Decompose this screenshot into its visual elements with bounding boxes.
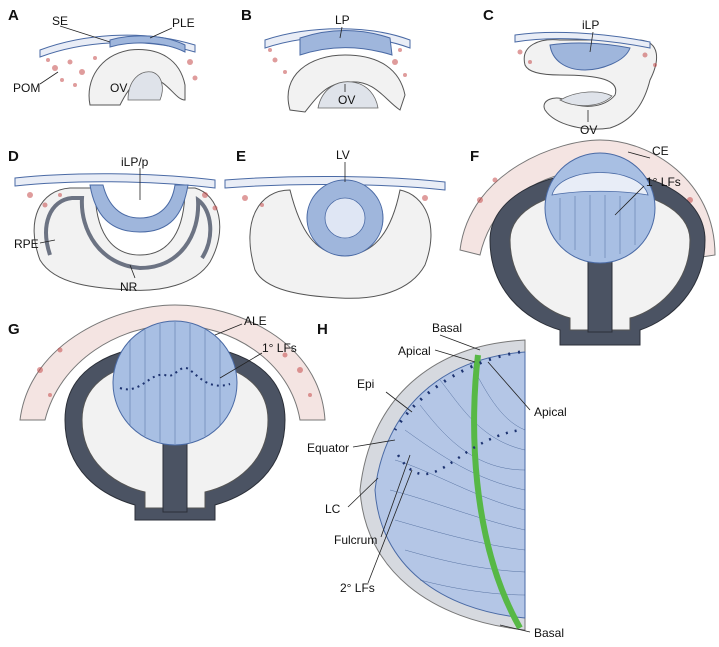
label-ilp-p: iLP/p <box>121 155 149 169</box>
label-epi: Epi <box>357 377 374 391</box>
panel-c: C iLP OV <box>483 7 658 137</box>
fiber-lines-h <box>389 361 526 596</box>
panel-letter-h: H <box>317 321 328 338</box>
panel-e: E LV <box>224 148 446 299</box>
label-2-lfs: 2° LFs <box>340 581 375 595</box>
green-fiber-h <box>471 354 523 630</box>
panel-h: H Basal Apical Epi Apical Equator <box>307 321 567 640</box>
pom-cells-g <box>37 347 312 397</box>
label-basal-bottom: Basal <box>534 626 564 640</box>
lens-lumen-f <box>551 172 649 196</box>
panel-letter-a: A <box>8 7 19 24</box>
primary-fibers-g <box>129 322 221 444</box>
label-lv: LV <box>336 148 350 162</box>
optic-stalk-g <box>162 439 188 513</box>
pom-cells-a <box>46 56 198 87</box>
nuclear-bow-g <box>119 367 231 391</box>
label-ilp: iLP <box>582 18 599 32</box>
panel-a: A SE PLE POM OV <box>8 7 198 106</box>
panel-letter-b: B <box>241 7 252 24</box>
panel-b: B LP OV <box>241 7 411 113</box>
label-ce: CE <box>652 144 669 158</box>
label-lp: LP <box>335 13 350 27</box>
lens-pit-d <box>89 184 189 233</box>
label-apical-left: Apical <box>398 344 431 358</box>
label-ov-a: OV <box>110 81 127 95</box>
label-pom: POM <box>13 81 40 95</box>
pom-cells-d <box>27 192 218 211</box>
panel-letter-g: G <box>8 321 20 338</box>
label-nr: NR <box>120 280 138 294</box>
panel-letter-f: F <box>470 148 479 165</box>
label-rpe: RPE <box>14 237 39 251</box>
label-se: SE <box>52 14 68 28</box>
primary-fibers-f <box>559 195 636 258</box>
pom-cells-b <box>268 48 407 77</box>
panel-g: G ALE 1° LFs <box>8 304 326 521</box>
panel-f: F CE 1° LFs <box>459 139 716 346</box>
label-ple: PLE <box>172 16 195 30</box>
label-equator: Equator <box>307 441 349 455</box>
ov-lumen-c <box>559 91 613 106</box>
panel-letter-c: C <box>483 7 494 24</box>
ov-lumen-a <box>127 71 163 101</box>
pom-cells-e <box>242 195 428 207</box>
surface-ectoderm-d <box>14 173 216 189</box>
label-1-lfs-g: 1° LFs <box>262 341 297 355</box>
surface-ectoderm-c <box>514 31 651 49</box>
cornea-f <box>459 139 716 259</box>
lens-vesicle-lumen-e <box>324 197 366 239</box>
pom-cells-c <box>517 49 657 67</box>
optic-stalk-f <box>587 259 613 333</box>
label-fulcrum: Fulcrum <box>334 533 377 547</box>
label-ov-c: OV <box>580 123 597 137</box>
lens-f <box>544 152 656 264</box>
panel-letter-d: D <box>8 148 19 165</box>
label-lc: LC <box>325 502 341 516</box>
optic-cup-e <box>249 189 432 299</box>
cornea-g <box>19 304 326 421</box>
panel-d: D iLP/p RPE NR <box>8 148 221 294</box>
label-ale: ALE <box>244 314 267 328</box>
lens-placode-b <box>299 30 393 56</box>
label-1-lfs-f: 1° LFs <box>646 175 681 189</box>
lens-fibers-h <box>374 351 526 619</box>
invaginating-placode-c <box>549 42 631 71</box>
label-apical-right: Apical <box>534 405 567 419</box>
label-ov-b: OV <box>338 93 355 107</box>
rpe-layer-d <box>44 195 213 271</box>
label-basal-top: Basal <box>432 321 462 335</box>
secondary-fiber-nuclei-h <box>396 428 523 476</box>
optic-cup-c <box>523 39 658 130</box>
ov-lumen-b <box>317 81 379 109</box>
panel-letter-e: E <box>236 148 246 165</box>
placode-a <box>109 35 186 53</box>
